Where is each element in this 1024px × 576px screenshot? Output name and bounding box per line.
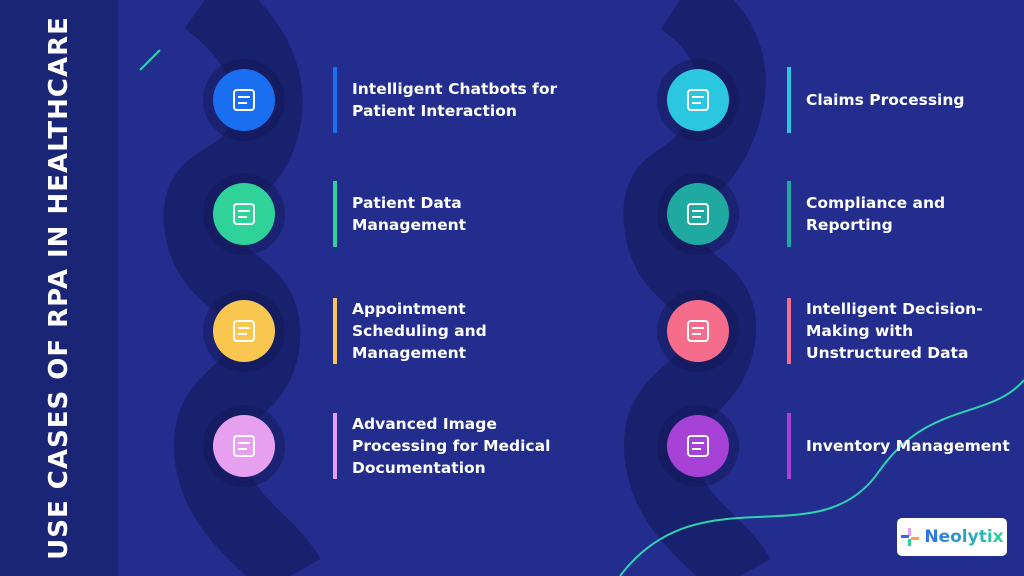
use-case-label: Intelligent Decision-Making with Unstruc… bbox=[806, 300, 983, 362]
claim-document-circle bbox=[667, 69, 729, 131]
compliance-certificate-circle bbox=[667, 183, 729, 245]
use-case-label: Appointment Scheduling and Management bbox=[352, 300, 487, 362]
inventory-boxes-circle bbox=[667, 415, 729, 477]
brain-head-circle bbox=[667, 300, 729, 362]
use-case-label: Inventory Management bbox=[806, 437, 1010, 455]
use-case-label: Patient Data Management bbox=[352, 194, 467, 234]
logo-text: Neolytix bbox=[924, 527, 1004, 547]
patient-folder-circle bbox=[213, 183, 275, 245]
chatbot-circle bbox=[213, 69, 275, 131]
accent-bar bbox=[333, 298, 337, 364]
brain-head-icon bbox=[687, 320, 709, 342]
use-case-label: Intelligent Chatbots for Patient Interac… bbox=[352, 80, 558, 120]
logo-mark-icon bbox=[901, 528, 920, 546]
accent-bar bbox=[787, 413, 791, 479]
image-processing-icon bbox=[233, 435, 255, 457]
page-title: USE CASES OF RPA IN HEALTHCARE bbox=[44, 16, 74, 560]
accent-bar bbox=[333, 413, 337, 479]
claim-document-icon bbox=[687, 89, 709, 111]
compliance-certificate-icon bbox=[687, 203, 709, 225]
calendar-circle bbox=[213, 300, 275, 362]
image-processing-circle bbox=[213, 415, 275, 477]
accent-bar bbox=[333, 181, 337, 247]
chatbot-icon bbox=[233, 89, 255, 111]
patient-folder-icon bbox=[233, 203, 255, 225]
accent-bar bbox=[787, 67, 791, 133]
use-case-label: Advanced Image Processing for Medical Do… bbox=[352, 415, 551, 477]
neolytix-logo: Neolytix bbox=[897, 518, 1007, 556]
accent-bar bbox=[787, 298, 791, 364]
calendar-icon bbox=[233, 320, 255, 342]
accent-bar bbox=[333, 67, 337, 133]
vertical-title-band: USE CASES OF RPA IN HEALTHCARE bbox=[0, 0, 118, 576]
use-case-label: Compliance and Reporting bbox=[806, 194, 946, 234]
inventory-boxes-icon bbox=[687, 435, 709, 457]
accent-bar bbox=[787, 181, 791, 247]
use-case-label: Claims Processing bbox=[806, 91, 965, 109]
